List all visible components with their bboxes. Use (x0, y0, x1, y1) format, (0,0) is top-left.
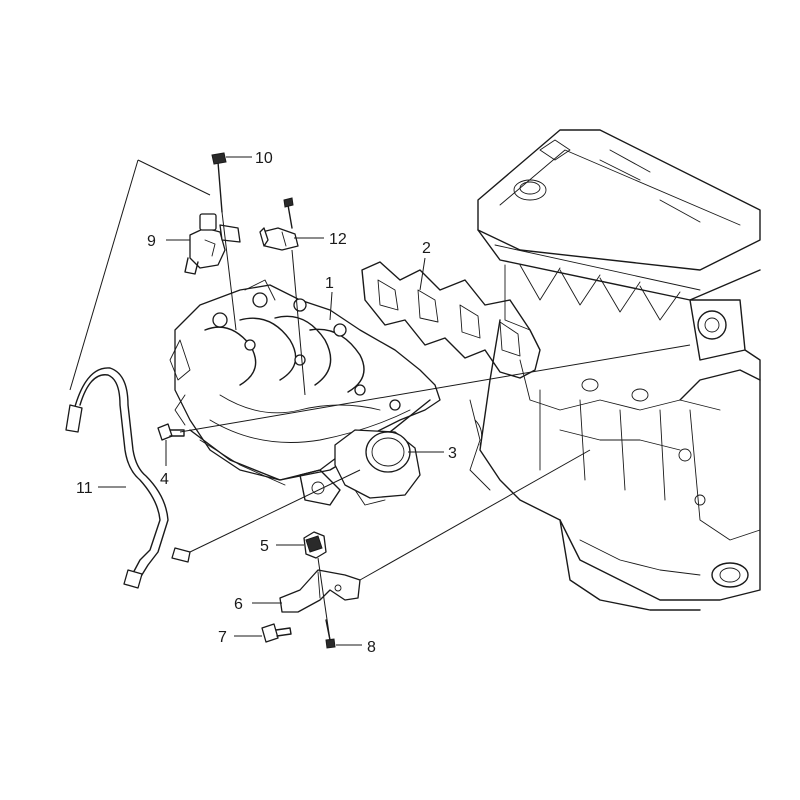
leader-lines (69, 156, 691, 646)
callout-8: 8 (367, 639, 376, 656)
bolt-4 (157, 423, 185, 441)
callout-10: 10 (255, 150, 273, 167)
intake-gasket (361, 261, 541, 379)
vacuum-hose-11 (65, 367, 191, 589)
sensor-12 (259, 197, 299, 251)
engine-block (469, 129, 761, 611)
callout-2: 2 (422, 240, 431, 257)
callout-5: 5 (260, 538, 269, 555)
sensor-9 (184, 213, 241, 275)
bolt-7 (261, 623, 292, 643)
callout-1: 1 (325, 275, 334, 292)
callout-6: 6 (234, 596, 243, 613)
callout-9: 9 (147, 233, 156, 250)
callout-11: 11 (76, 480, 93, 497)
callout-3: 3 (448, 445, 457, 462)
isolator-5 (303, 531, 327, 559)
callout-12: 12 (329, 231, 347, 248)
bracket-6 (279, 569, 361, 613)
callout-4: 4 (160, 471, 169, 488)
throttle-body (299, 429, 421, 506)
bolt-10 (211, 152, 227, 213)
callout-7: 7 (218, 629, 227, 646)
callout-labels: 10 9 12 2 1 3 4 11 5 6 7 8 (76, 150, 457, 656)
